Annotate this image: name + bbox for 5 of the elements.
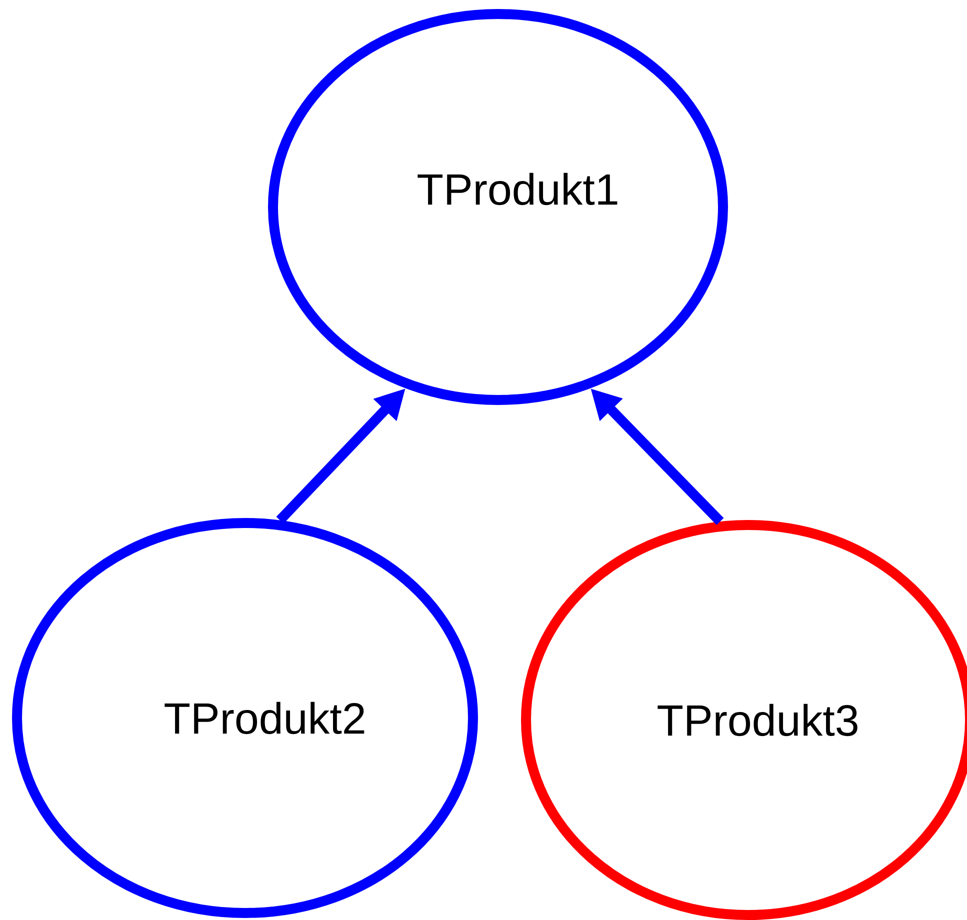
ellipse-node: [12, 518, 478, 918]
node-label: TProdukt3: [658, 704, 858, 736]
ellipse-node: [268, 8, 728, 405]
node-label: TProdukt1: [418, 172, 618, 206]
node-label: TProdukt2: [164, 702, 364, 734]
